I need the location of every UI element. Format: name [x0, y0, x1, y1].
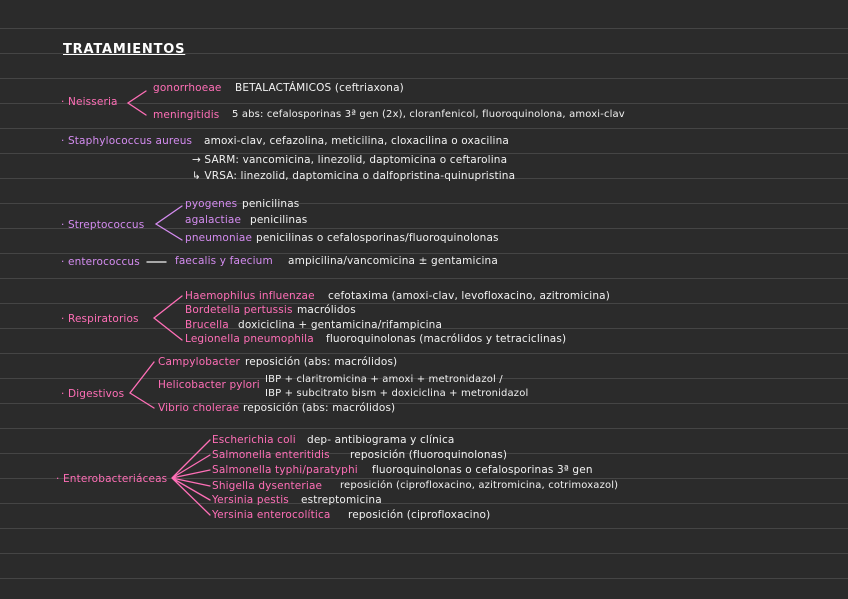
gonorrhoeae-name: gonorrhoeae — [153, 82, 222, 94]
strepto-label: · Streptococcus — [61, 219, 145, 231]
staph-treatment: amoxi-clav, cefazolina, meticilina, clox… — [204, 135, 509, 147]
gonorrhoeae-treatment: BETALACTÁMICOS (ceftriaxona) — [235, 82, 404, 94]
pneumoniae-name: pneumoniae — [185, 232, 253, 244]
resp-bracket — [152, 295, 183, 341]
entero-treatment: ampicilina/vancomicina ± gentamicina — [288, 255, 498, 267]
vibrio-name: Vibrio cholerae — [158, 402, 240, 414]
entero-species: faecalis y faecium — [175, 255, 273, 267]
staph-name: · Staphylococcus aureus — [61, 135, 193, 147]
entb-treatment-3: reposición (ciprofloxacino, azitromicina… — [340, 480, 619, 491]
pneumoniae-treatment: penicilinas o cefalosporinas/fluoroquino… — [256, 232, 499, 244]
agalactiae-name: agalactiae — [185, 214, 242, 226]
neisseria-label: · Neisseria — [61, 96, 118, 108]
resp-name-2: Brucella — [185, 319, 229, 331]
entb-name-3: Shigella dysenteriae — [212, 480, 323, 492]
helico-treatment-line1: IBP + claritromicina + amoxi + metronida… — [265, 374, 503, 385]
entb-name-4: Yersinia pestis — [212, 494, 289, 506]
neisseria-bracket — [126, 90, 147, 116]
resp-treatment-3: fluoroquinolonas (macrólidos y tetracicl… — [326, 333, 567, 345]
entb-name-5: Yersinia enterocolítica — [212, 509, 331, 521]
entb-treatment-5: reposición (ciprofloxacino) — [348, 509, 491, 521]
vibrio-treatment: reposición (abs: macrólidos) — [243, 402, 396, 414]
agalactiae-treatment: penicilinas — [250, 214, 308, 226]
strepto-bracket — [154, 205, 183, 241]
helico-treatment-line2: IBP + subcitrato bism + doxiciclina + me… — [265, 388, 529, 399]
staph-vrsa: ↳ VRSA: linezolid, daptomicina o dalfopr… — [192, 170, 516, 182]
entb-treatment-1: reposición (fluoroquinolonas) — [350, 449, 508, 461]
entb-bracket-fan — [171, 439, 211, 516]
meningitidis-treatment: 5 abs: cefalosporinas 3ª gen (2x), clora… — [232, 109, 625, 120]
campylo-treatment: reposición (abs: macrólidos) — [245, 356, 398, 368]
resp-name-3: Legionella pneumophila — [185, 333, 314, 345]
entero-label: · enterococcus — [61, 256, 140, 268]
resp-name-1: Bordetella pertussis — [185, 304, 293, 316]
page-title: TRATAMIENTOS — [63, 42, 186, 57]
entb-treatment-0: dep- antibiograma y clínica — [307, 434, 455, 446]
dig-bracket — [129, 361, 155, 409]
staph-sarm: → SARM: vancomicina, linezolid, daptomic… — [192, 154, 508, 166]
campylo-name: Campylobacter — [158, 356, 240, 368]
pyogenes-name: pyogenes — [185, 198, 238, 210]
resp-treatment-2: doxiciclina + gentamicina/rifampicina — [238, 319, 443, 331]
helico-name: Helicobacter pylori — [158, 379, 260, 391]
entb-name-0: Escherichia coli — [212, 434, 296, 446]
resp-treatment-1: macrólidos — [297, 304, 356, 316]
entb-name-1: Salmonella enteritidis — [212, 449, 330, 461]
resp-treatment-0: cefotaxima (amoxi-clav, levofloxacino, a… — [328, 290, 610, 302]
dig-label: · Digestivos — [61, 388, 125, 400]
pyogenes-treatment: penicilinas — [242, 198, 300, 210]
resp-name-0: Haemophilus influenzae — [185, 290, 315, 302]
meningitidis-name: meningitidis — [153, 109, 220, 121]
entb-treatment-2: fluoroquinolonas o cefalosporinas 3ª gen — [372, 464, 593, 476]
entb-treatment-4: estreptomicina — [301, 494, 382, 506]
entb-label: · Enterobacteriáceas — [56, 473, 168, 485]
entb-name-2: Salmonella typhi/paratyphi — [212, 464, 358, 476]
resp-label: · Respiratorios — [61, 313, 139, 325]
